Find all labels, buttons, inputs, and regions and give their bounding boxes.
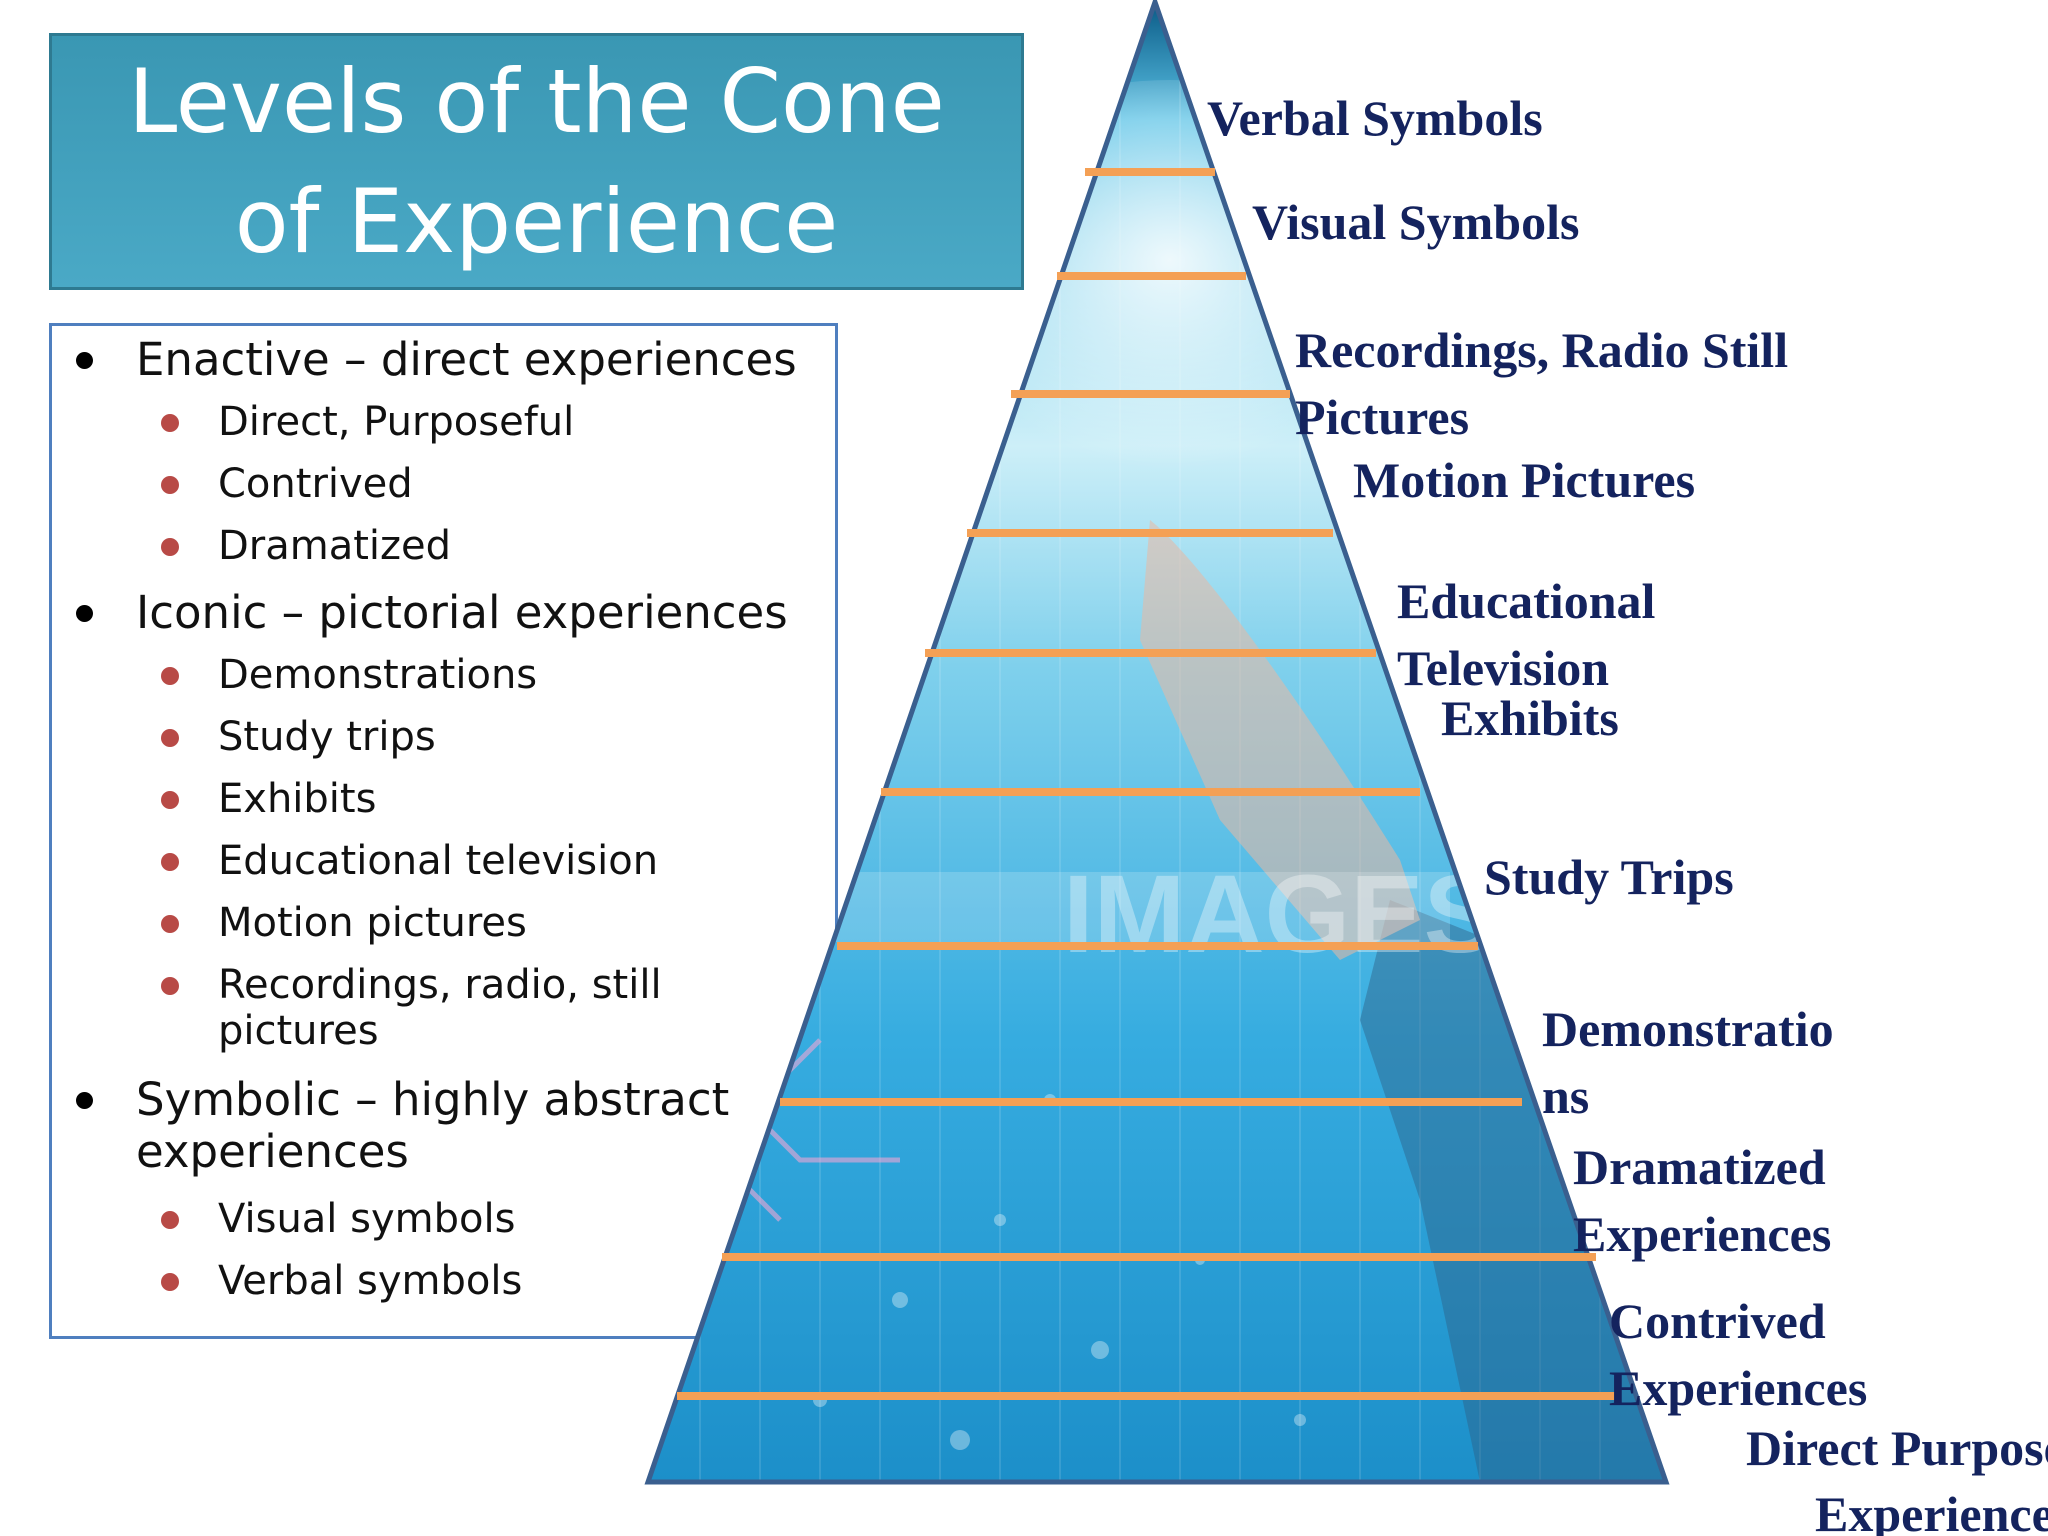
watermark-text: IMAGES [1063,853,1497,976]
sub-bullet: Dramatized [161,523,818,569]
cone-label-verbal-symbols: Verbal Symbols [1207,90,1543,146]
cone-label-direct-line1: Direct Purposeful [1746,1420,2048,1476]
bullet-iconic: Iconic – pictorial experiences [76,586,856,639]
sub-bullet: Demonstrations [161,652,818,698]
sub-bullet: Verbal symbols [161,1258,818,1304]
cone-label-demonstrations-line1: Demonstratio [1542,1001,1834,1057]
sub-bullet-dot [161,791,179,809]
bullet-dot [76,352,93,369]
sub-bullet-text: Demonstrations [218,652,538,698]
cone-dividers [677,168,1620,1400]
sub-bullet: Study trips [161,714,818,760]
bullet-list: Enactive – direct experiences Direct, Pu… [52,326,835,1336]
cone-label-motion-pictures: Motion Pictures [1353,452,1696,508]
sub-bullet: Direct, Purposeful [161,399,818,445]
cone-label-demonstrations-line2: ns [1542,1068,1590,1124]
digital-band [800,872,1450,942]
hand-shape [1140,520,1420,960]
sub-bullet-text: Verbal symbols [218,1258,523,1304]
sub-bullet: Visual symbols [161,1196,818,1242]
cone-fill [648,2,1666,1482]
slide-title: Levels of the Cone of Experience [128,49,945,273]
bullet-dot [76,1092,93,1109]
sub-bullet-dot [161,977,179,995]
sub-bullet-dot [161,538,179,556]
bullet-enactive: Enactive – direct experiences [76,333,856,386]
sub-bullet: Recordings, radio, still pictures [161,962,688,1054]
sub-bullet-text: Study trips [218,714,436,760]
bullet-dot [76,605,93,622]
title-box: Levels of the Cone of Experience [49,33,1024,290]
sub-bullet-text: Educational television [218,838,659,884]
sub-bullet-text: Motion pictures [218,900,527,946]
cone-label-study-trips: Study Trips [1484,849,1734,905]
sub-bullet-text: Recordings, radio, still pictures [218,962,662,1054]
bullet-text: Symbolic – highly abstract experiences [136,1073,730,1178]
cone-outline [644,0,1670,1485]
bullet-text: Enactive – direct experiences [136,333,797,386]
cone-label-visual-symbols: Visual Symbols [1252,194,1580,250]
cone-label-contrived-line2: Experiences [1609,1360,1868,1416]
bullet-symbolic: Symbolic – highly abstract experiences [76,1073,776,1178]
sub-bullet: Educational television [161,838,818,884]
cone-label-recordings-line1: Recordings, Radio Still [1295,322,1789,378]
cone-label-dramatized-line2: Experiences [1573,1206,1832,1262]
cone-label-educational-line2: Television [1397,640,1610,696]
cone-label-recordings-line2: Pictures [1295,389,1470,445]
cone-label-contrived-line1: Contrived [1609,1293,1826,1349]
sub-bullet-text: Exhibits [218,776,377,822]
bullet-box: Enactive – direct experiences Direct, Pu… [49,323,838,1339]
sub-bullet-dot [161,414,179,432]
cone-label-educational-line1: Educational [1397,573,1656,629]
sub-bullet-dot [161,1211,179,1229]
sub-bullet-dot [161,667,179,685]
sub-bullet-dot [161,853,179,871]
sub-bullet: Motion pictures [161,900,818,946]
sub-bullet-dot [161,729,179,747]
sub-bullet-text: Dramatized [218,523,452,569]
sub-bullet: Contrived [161,461,818,507]
bullet-text: Iconic – pictorial experiences [136,586,788,639]
sub-bullet-text: Contrived [218,461,413,507]
sub-bullet-dot [161,915,179,933]
sub-bullet-text: Direct, Purposeful [218,399,575,445]
cone-label-direct-line2: Experiences [1815,1486,2048,1536]
sub-bullet-dot [161,476,179,494]
cone-label-exhibits: Exhibits [1441,690,1619,746]
cone-label-dramatized-line1: Dramatized [1573,1139,1826,1195]
sub-bullet: Exhibits [161,776,818,822]
sub-bullet-dot [161,1273,179,1291]
sub-bullet-text: Visual symbols [218,1196,516,1242]
